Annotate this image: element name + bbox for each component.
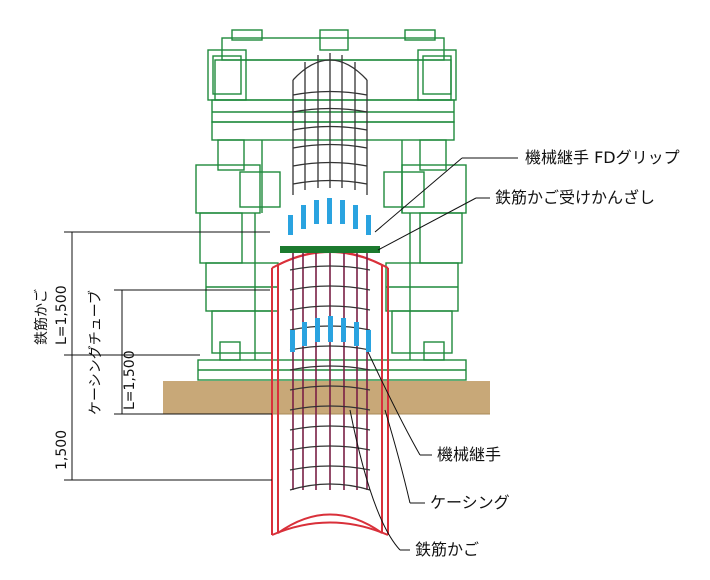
label-fd-grip: 機械継手 FDグリップ [525, 148, 680, 167]
dim-cage-length: L=1,500 [54, 285, 70, 345]
casing-tube [271, 250, 389, 536]
dim-tube-name: ケーシングチューブ [87, 290, 104, 415]
dim-tube-length: L=1,500 [122, 350, 138, 410]
rebar-cage-upper [292, 53, 368, 195]
dim-depth: 1,500 [54, 430, 70, 470]
drilling-machine-frame [195, 29, 467, 381]
label-rebar-cage: 鉄筋かご [415, 540, 479, 559]
label-cage-support: 鉄筋かご受けかんざし [495, 188, 655, 207]
rebar-cage-lower [289, 250, 371, 491]
mechanical-joints-mid [290, 316, 371, 352]
label-casing: ケーシング [430, 493, 510, 512]
cage-support-bar [280, 246, 380, 253]
dimension-lines [64, 231, 272, 481]
label-mech-joint: 機械継手 [437, 445, 501, 464]
mechanical-joints-top [288, 198, 371, 235]
leader-lines [349, 157, 518, 551]
dim-cage-name: 鉄筋かご [33, 289, 50, 345]
